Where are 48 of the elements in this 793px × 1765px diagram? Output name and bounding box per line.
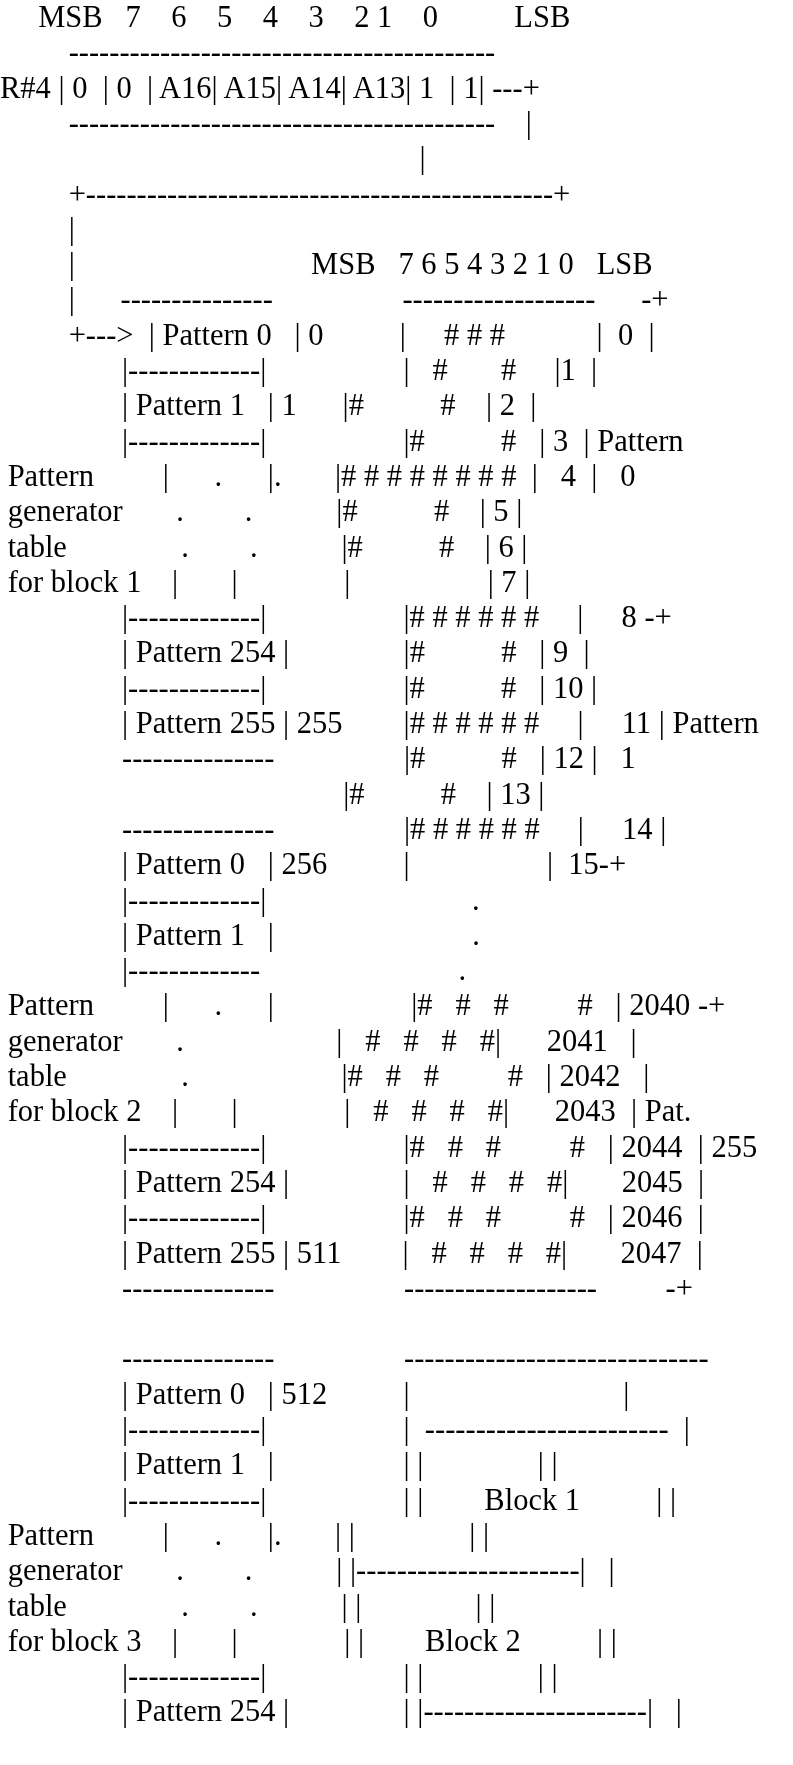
ascii-text-line: generator . . |# # | 5 | <box>6 494 523 530</box>
ascii-text-line: | Pattern 254 | | # # # #| 2045 | <box>121 1164 705 1201</box>
ascii-text-line: MSB 7 6 5 4 3 2 1 0 LSB <box>37 0 571 36</box>
ascii-text-line: | Pattern 255 | 255 |# # # # # # | 11 | Pattern <box>121 706 759 742</box>
ascii-text-line: | Pattern 1 | 1 |# # | 2 | <box>121 388 537 424</box>
ascii-text-line: |-------------| | # # |1 | <box>121 353 598 389</box>
ascii-text-line: |-------------| | | | | <box>121 1659 558 1695</box>
ascii-text-line: |-------------| | | Block 1 | | <box>121 1482 677 1518</box>
ascii-text-line: --------------- ------------------- -+ <box>121 1270 693 1307</box>
ascii-text-line: table . |# # # # | 2042 | <box>6 1059 650 1095</box>
ascii-text-line: | Pattern 0 | 256 | | 15-+ <box>121 847 627 883</box>
ascii-text-line: |-------------| |# # # # | 2046 | <box>121 1200 704 1236</box>
ascii-text-line: for block 1 | | | | 7 | <box>6 564 531 601</box>
ascii-text-line: R#4 | 0 | 0 | A16| A15| A14| A13| 1 | 1| ---+ <box>0 70 540 106</box>
ascii-text-line: Pattern | . | |# # # # | 2040 -+ <box>6 988 726 1024</box>
ascii-text-line: +----------------------------------------------+ <box>67 176 571 212</box>
ascii-text-line: |-------------| |# # # # # # | 8 -+ <box>121 600 672 636</box>
ascii-text-line: | Pattern 255 | 511 | # # # #| 2047 | <box>121 1235 703 1271</box>
ascii-text-line: | --------------- ------------------- -+ <box>67 282 669 318</box>
ascii-text-line: for block 2 | | | # # # #| 2043 | Pat. <box>6 1094 692 1130</box>
ascii-text-line: table . . |# # | 6 | <box>6 529 528 565</box>
ascii-text-line: |------------- . <box>121 953 467 989</box>
ascii-text-line: |-------------| |# # | 10 | <box>121 670 598 706</box>
ascii-text-line: | Pattern 0 | 512 | | <box>121 1376 630 1412</box>
ascii-text-line: | Pattern 254 | | |----------------------| | <box>121 1694 682 1730</box>
ascii-text-line: +---> | Pattern 0 | 0 | # # # | 0 | <box>67 317 655 353</box>
ascii-text-line: |# # | 13 | <box>342 776 545 812</box>
ascii-text-line: --------------- |# # | 12 | 1 <box>121 741 636 777</box>
ascii-text-line: Pattern | . |. |# # # # # # # # | 4 | 0 <box>6 458 636 495</box>
ascii-text-line: for block 3 | | | | Block 2 | | <box>6 1623 617 1660</box>
ascii-text-line: --------------- |# # # # # # | 14 | <box>121 811 667 848</box>
ascii-text-line: generator . . | |----------------------| | <box>6 1553 615 1589</box>
ascii-text-line: | Pattern 254 | |# # | 9 | <box>121 635 590 671</box>
ascii-text-line: | Pattern 1 | . <box>121 917 480 954</box>
ascii-text-line: Pattern | . |. | | | | <box>6 1517 490 1554</box>
ascii-text-line: ------------------------------------------ | <box>67 105 532 142</box>
ascii-text-line: | <box>67 211 75 248</box>
ascii-text-line: generator . | # # # #| 2041 | <box>6 1023 637 1059</box>
ascii-text-line: |-------------| | ------------------------ | <box>121 1412 690 1448</box>
ascii-text-line: ------------------------------------------ <box>67 35 496 71</box>
ascii-text-line: |-------------| |# # | 3 | Pattern <box>121 423 684 459</box>
ascii-text-line: |-------------| . <box>121 882 480 918</box>
ascii-text-line: --------------- ------------------------------ <box>121 1341 709 1377</box>
ascii-text-line: |-------------| |# # # # | 2044 | 255 <box>121 1129 758 1165</box>
ascii-text-line: | <box>418 141 426 177</box>
ascii-text-line: | Pattern 1 | | | | | <box>121 1447 558 1483</box>
ascii-text-line: | MSB 7 6 5 4 3 2 1 0 LSB <box>67 247 653 283</box>
ascii-text-line: table . . | | | | <box>6 1588 496 1624</box>
